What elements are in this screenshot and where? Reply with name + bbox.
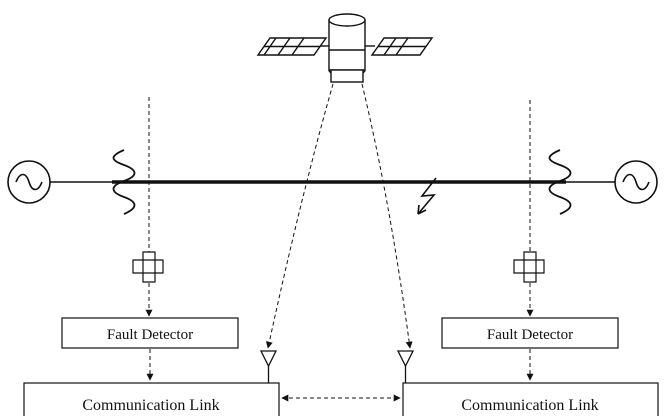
right-communication-link-label: Communication Link — [461, 397, 598, 414]
left-transformer-icon — [112, 149, 136, 215]
satellite-right-solar-panel — [370, 37, 434, 56]
left-sensor-icon — [132, 251, 164, 283]
satellite-to-right-antenna-signal — [361, 83, 413, 349]
right-communication-link: Communication Link — [402, 382, 659, 416]
fault-lightning-icon — [417, 177, 437, 215]
right-generator-icon — [614, 160, 658, 204]
right-fault-detector: Fault Detector — [441, 317, 619, 349]
left-antenna-icon — [259, 350, 278, 383]
satellite-left-solar-panel — [256, 37, 328, 56]
right-sensor-icon — [513, 251, 545, 283]
left-fault-detector-label: Fault Detector — [107, 327, 193, 343]
right-fault-detector-label: Fault Detector — [487, 327, 573, 343]
left-communication-link-label: Communication Link — [82, 397, 219, 414]
left-generator-icon — [7, 160, 51, 204]
left-communication-link: Communication Link — [23, 382, 280, 416]
satellite-icon — [256, 13, 434, 83]
right-antenna-icon — [396, 350, 415, 383]
left-fault-detector: Fault Detector — [61, 317, 239, 349]
satellite-body — [328, 13, 366, 83]
satellite-to-left-antenna-signal — [265, 83, 334, 349]
right-transformer-icon — [548, 149, 572, 215]
